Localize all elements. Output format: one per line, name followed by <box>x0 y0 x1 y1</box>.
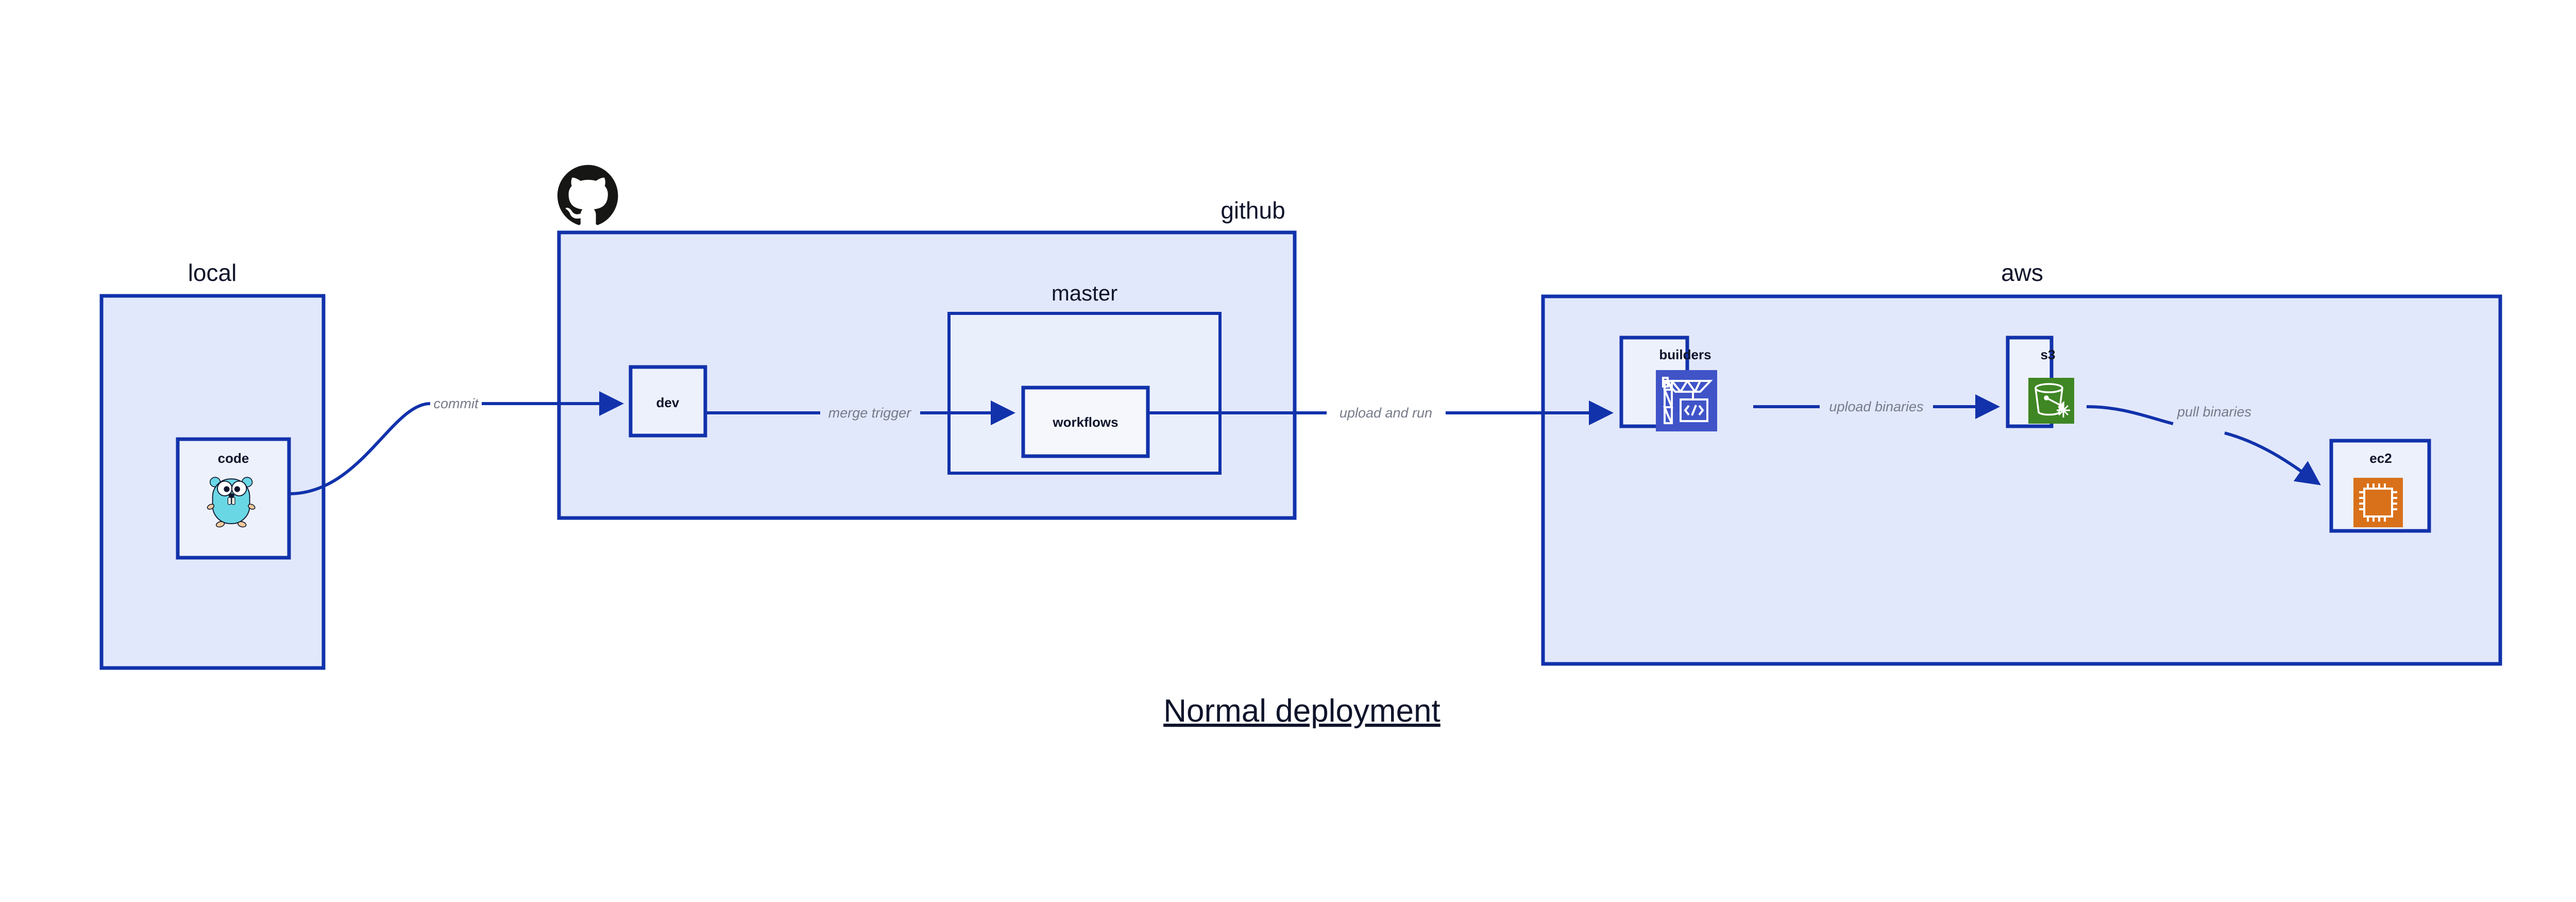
edge-upload-and-run: upload and run <box>1148 400 1614 425</box>
builders-node-label: builders <box>1659 347 1711 362</box>
page-title: Normal deployment <box>1163 693 1440 729</box>
node-s3[interactable]: s3 <box>2006 336 2074 428</box>
node-ec2[interactable]: ec2 <box>2329 439 2431 533</box>
merge-trigger-edge-label: merge trigger <box>828 405 912 421</box>
node-code[interactable]: code <box>176 437 291 560</box>
pull-binaries-edge-arrow <box>2224 431 2321 486</box>
workflows-node-label: workflows <box>1052 414 1118 430</box>
go-gopher-icon <box>207 477 256 528</box>
aws-codebuild-icon <box>1656 370 1717 431</box>
github-container-label: github <box>1221 197 1285 224</box>
s3-node-label: s3 <box>2041 347 2056 362</box>
edge-merge-trigger: merge trigger <box>705 400 1015 425</box>
github-octocat-logo <box>557 165 618 225</box>
pull-binaries-edge-label: pull binaries <box>2177 404 2251 420</box>
dev-node-label: dev <box>656 395 680 410</box>
edge-commit: commit <box>289 391 624 495</box>
local-container-label: local <box>188 259 237 286</box>
edge-pull-binaries: pull binaries <box>2086 404 2321 486</box>
node-dev[interactable]: dev <box>629 365 707 438</box>
aws-s3-glacier-icon <box>2028 378 2074 424</box>
code-node-label: code <box>218 450 249 466</box>
aws-ec2-icon <box>2353 478 2403 527</box>
pull-binaries-edge-curve-left <box>2086 405 2174 425</box>
workflows-node-box[interactable] <box>1021 386 1150 458</box>
ec2-node-label: ec2 <box>2369 450 2392 466</box>
commit-edge-label: commit <box>434 396 479 411</box>
aws-container-label: aws <box>2001 259 2043 286</box>
dev-node-box[interactable] <box>629 365 707 438</box>
upload-and-run-edge-label: upload and run <box>1340 405 1432 421</box>
node-builders[interactable]: builders <box>1619 336 1717 431</box>
upload-binaries-edge-label: upload binaries <box>1829 399 1923 414</box>
node-workflows[interactable]: workflows <box>1021 386 1150 458</box>
edge-upload-binaries: upload binaries <box>1753 394 2000 419</box>
commit-edge-curve <box>289 402 431 495</box>
master-group-label: master <box>1052 281 1117 305</box>
